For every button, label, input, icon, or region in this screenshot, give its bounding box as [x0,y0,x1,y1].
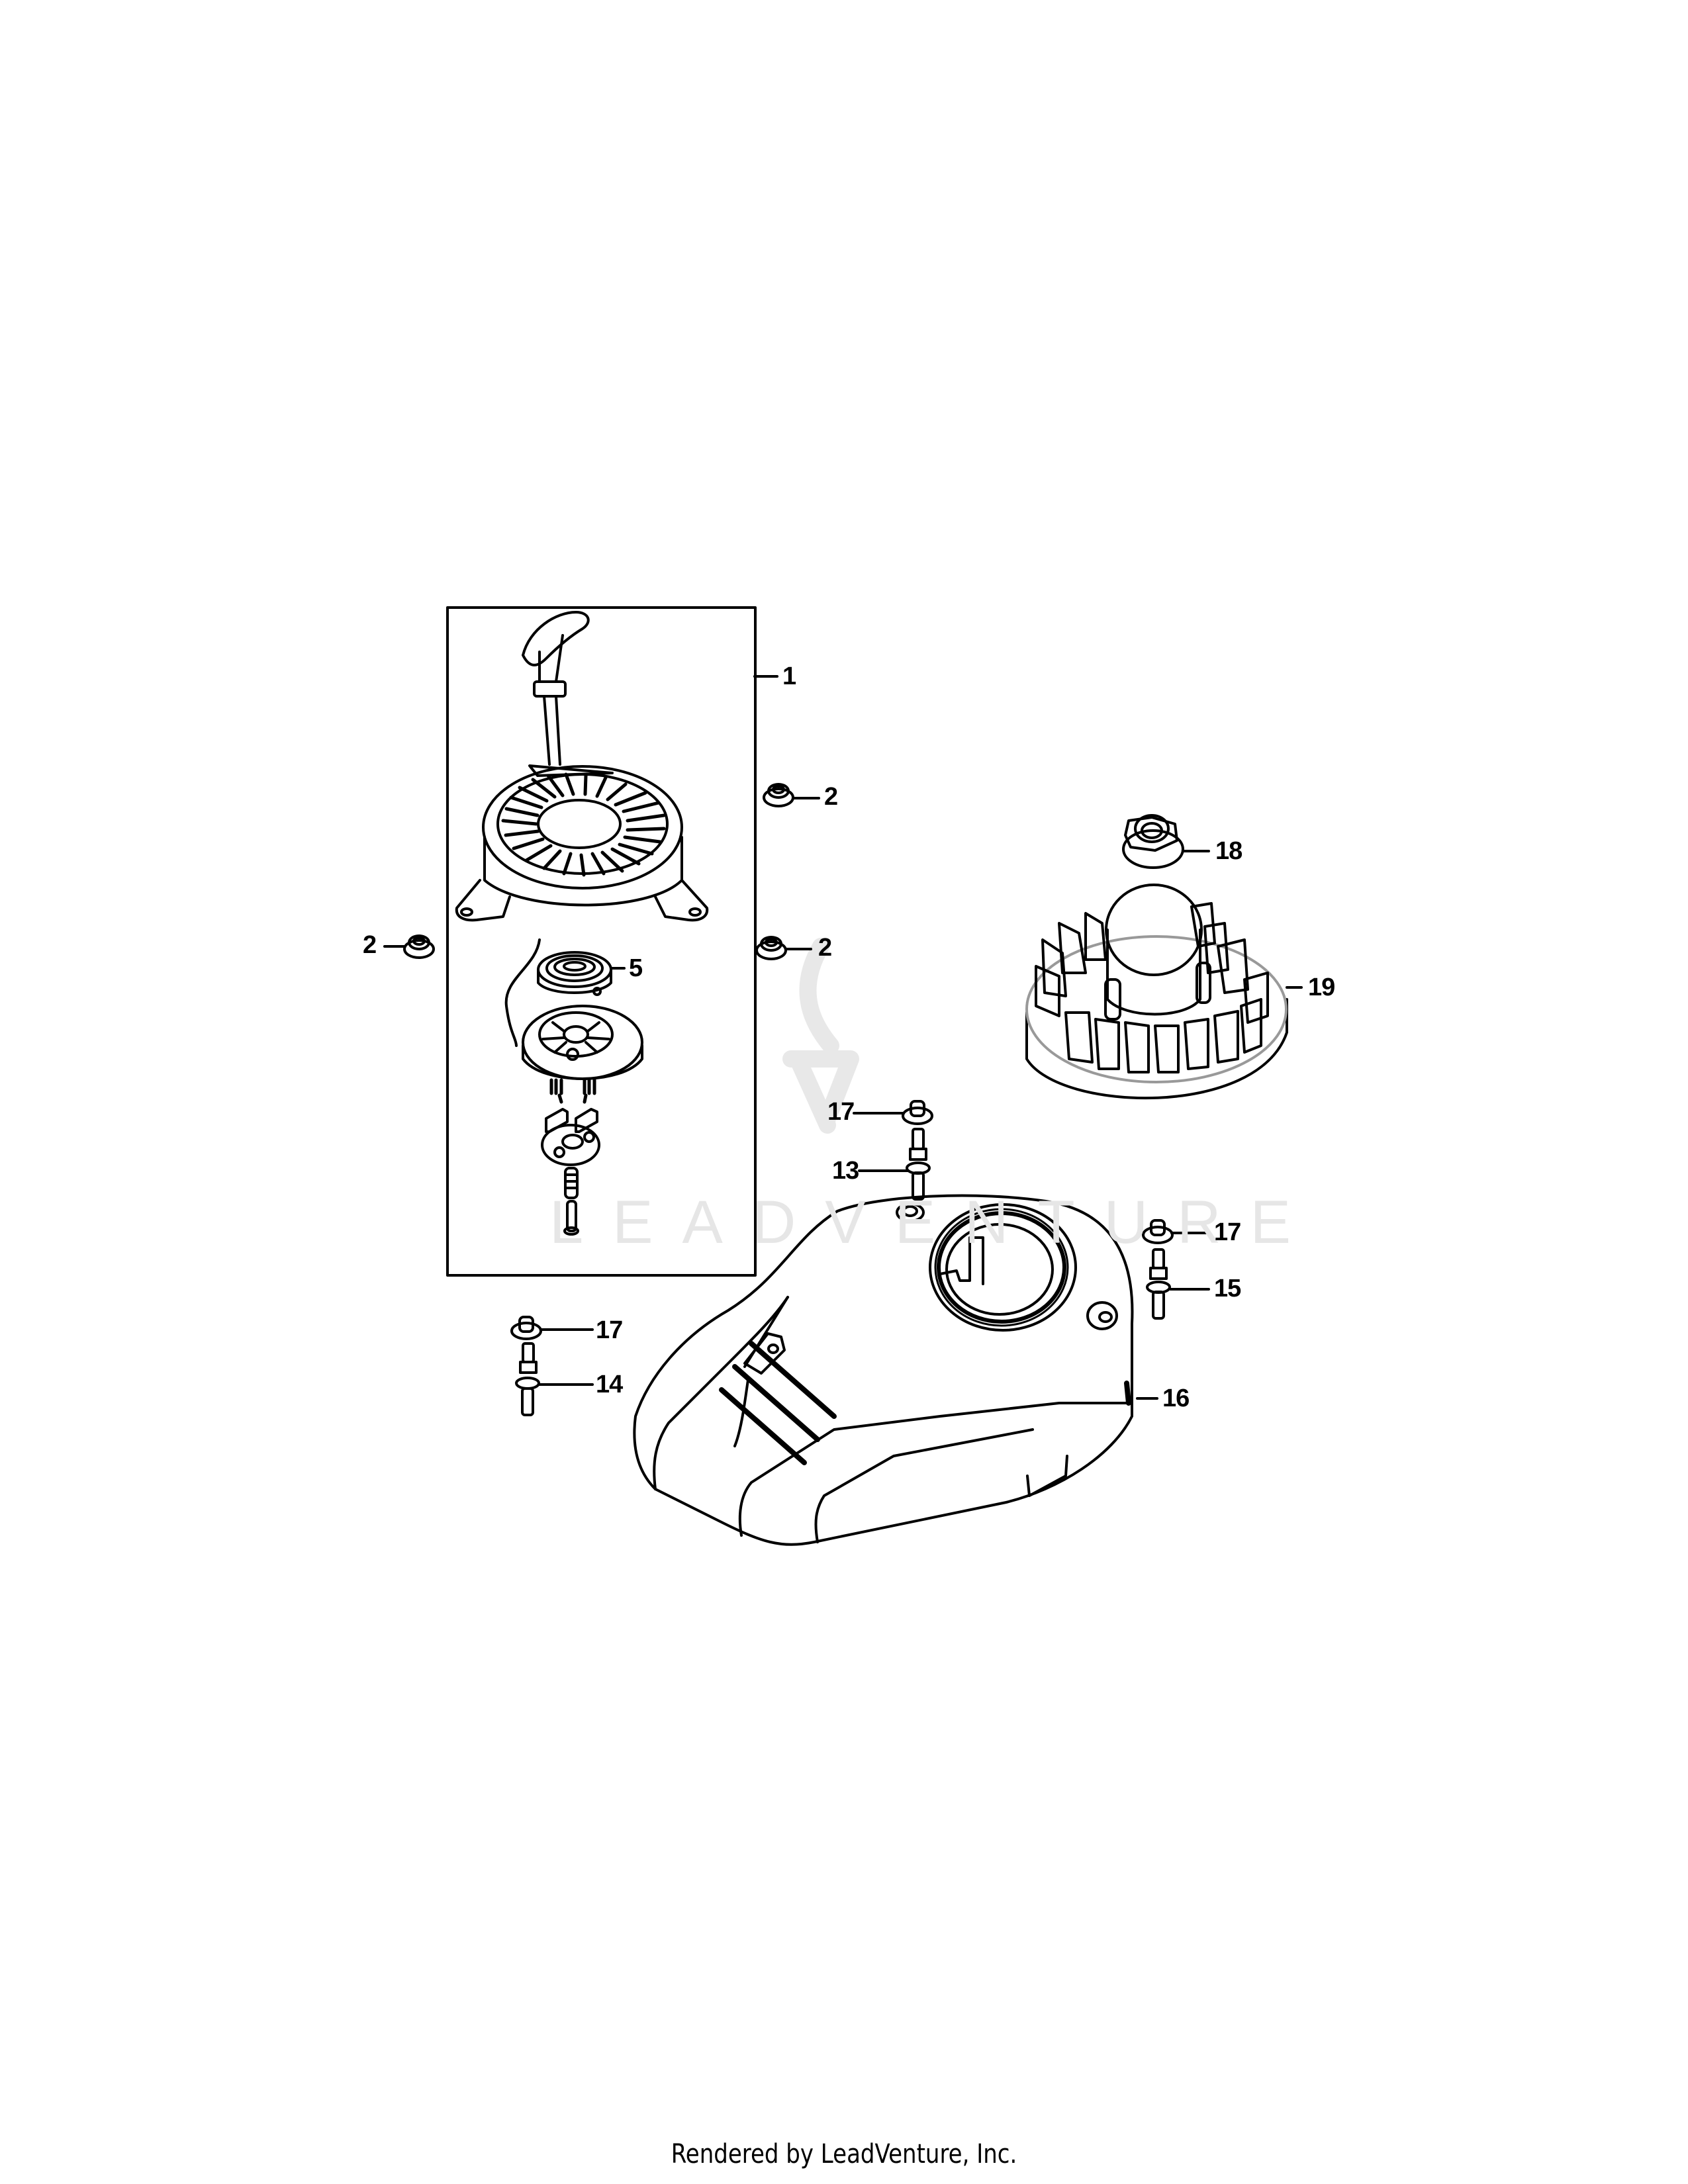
callout-1[interactable]: 1 [782,662,796,690]
starter-rope-icon [504,938,541,1047]
starter-pulley-icon [522,1005,643,1080]
callout-15[interactable]: 15 [1214,1275,1241,1302]
callout-17-left[interactable]: 17 [596,1316,623,1344]
callout-2-upper[interactable]: 2 [824,783,838,811]
stud-icon [1146,1248,1171,1320]
callout-5[interactable]: 5 [629,954,643,982]
callout-17-center[interactable]: 17 [827,1098,855,1126]
starter-handle-icon [522,611,590,766]
retainer-icon [541,1124,600,1166]
flange-nut-icon [763,783,794,807]
callout-2-left[interactable]: 2 [363,931,377,959]
nut-icon [1142,1219,1174,1244]
flywheel-icon [1025,884,1288,1100]
pawl-springs-icon [549,1078,596,1104]
stud-icon [515,1342,540,1416]
callout-13[interactable]: 13 [832,1157,859,1185]
flywheel-nut-icon [1122,814,1184,869]
center-spring-icon [564,1167,579,1199]
watermark-logo-icon [782,938,859,1134]
footer-credit: Rendered by LeadVenture, Inc. [671,2139,1017,2169]
blower-housing-icon [633,1194,1134,1546]
watermark-text: LEADVENTURE [549,1189,1320,1256]
callout-17-right[interactable]: 17 [1214,1218,1241,1246]
nut-icon [510,1316,542,1340]
callout-14[interactable]: 14 [596,1371,623,1398]
pin-icon [563,1200,579,1236]
starter-housing-icon [455,764,709,922]
callout-16[interactable]: 16 [1162,1385,1190,1412]
starter-kit-box [446,606,757,1277]
nut-icon [902,1100,933,1125]
callout-2-right[interactable]: 2 [818,934,832,962]
stud-icon [906,1128,931,1201]
flange-nut-icon [403,934,435,959]
recoil-spring-icon [537,951,612,996]
callout-18[interactable]: 18 [1215,837,1243,865]
pawls-icon [545,1108,598,1133]
flange-nut-icon [755,936,787,960]
callout-19[interactable]: 19 [1308,974,1335,1001]
